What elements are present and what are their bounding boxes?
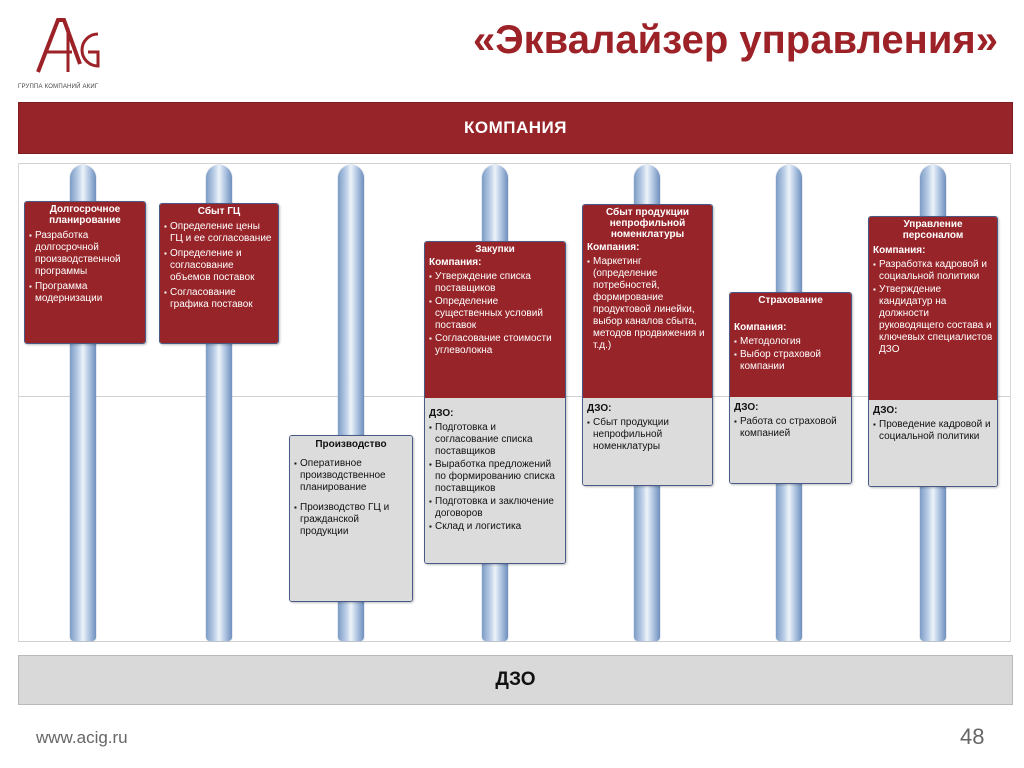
list-item: Разработка кадровой и социальной политик… (873, 259, 993, 283)
list-item: Выбор страховой компании (734, 349, 847, 373)
list-item: Подготовка и согласование списка поставщ… (429, 422, 561, 458)
card-title: Сбыт ГЦ (197, 206, 241, 217)
list-item: Утверждение списка поставщиков (429, 271, 561, 295)
list-item: Методология (734, 336, 847, 348)
card-title: Производство (315, 439, 387, 450)
card-title: Страхование (758, 295, 823, 306)
acig-logo-icon (36, 18, 100, 73)
card-sales-gc: Сбыт ГЦ Определение цены ГЦ и ее согласо… (159, 203, 279, 344)
list-item: Определение существенных условий поставо… (429, 296, 561, 332)
list-item: Маркетинг (определение потребностей, фор… (587, 256, 708, 352)
card-insurance: Страхование Компания: Методология Выбор … (729, 292, 852, 484)
dzo-label: ДЗО: (587, 403, 612, 414)
page-title: «Эквалайзер управления» (472, 18, 998, 62)
company-label: Компания: (429, 257, 482, 268)
grid-line-top (18, 163, 1011, 164)
list-item: Сбыт продукции непрофильной номенклатуры (587, 417, 708, 453)
card-noncore-sales: Сбыт продукции непрофильной номенклатуры… (582, 204, 713, 486)
list-item: Программа модернизации (29, 281, 141, 305)
card-title: Закупки (475, 244, 515, 255)
dzo-label: ДЗО: (429, 408, 454, 419)
dzo-label: ДЗО: (873, 405, 898, 416)
card-purchasing: Закупки Компания: Утверждение списка пос… (424, 241, 566, 564)
list-item: Проведение кадровой и социальной политик… (873, 419, 993, 443)
card-longterm-planning: Долгосрочное планирование Разработка дол… (24, 201, 146, 344)
card-title: Сбыт продукции непрофильной номенклатуры (605, 207, 690, 240)
company-label: Компания: (734, 322, 787, 333)
list-item: Согласование графика поставок (164, 287, 274, 311)
list-item: Производство ГЦ и гражданской продукции (294, 502, 408, 538)
grid-line-bottom (18, 641, 1011, 642)
list-item: Определение цены ГЦ и ее согласование (164, 221, 274, 245)
card-hr: Управление персоналом Компания: Разработ… (868, 216, 998, 487)
logo-caption: ГРУППА КОМПАНИЙ АКИГ (18, 84, 99, 90)
list-item: Подготовка и заключение договоров (429, 496, 561, 520)
page-number: 48 (960, 724, 985, 749)
company-band: КОМПАНИЯ (18, 102, 1013, 154)
list-item: Работа со страховой компанией (734, 416, 847, 440)
company-label: Компания: (587, 242, 640, 253)
list-item: Выработка предложений по формированию сп… (429, 459, 561, 495)
card-title: Долгосрочное планирование (49, 204, 121, 226)
list-item: Оперативное производственное планировани… (294, 458, 408, 494)
list-item: Склад и логистика (429, 521, 561, 533)
card-production: Производство Оперативное производственно… (289, 435, 413, 602)
list-item: Согласование стоимости углеволокна (429, 333, 561, 357)
grid-line-right (1010, 163, 1011, 641)
grid-line-left (18, 163, 19, 641)
company-label: Компания: (873, 245, 926, 256)
list-item: Разработка долгосрочной производственной… (29, 230, 141, 278)
list-item: Утверждение кандидатур на должности руко… (873, 284, 993, 356)
dzo-band: ДЗО (18, 655, 1013, 705)
dzo-label: ДЗО: (734, 402, 759, 413)
card-title: Управление персоналом (902, 219, 964, 241)
footer-url: www.acig.ru (36, 728, 128, 747)
company-logo: ГРУППА КОМПАНИЙ АКИГ (8, 8, 118, 90)
list-item: Определение и согласование объемов поста… (164, 248, 274, 284)
